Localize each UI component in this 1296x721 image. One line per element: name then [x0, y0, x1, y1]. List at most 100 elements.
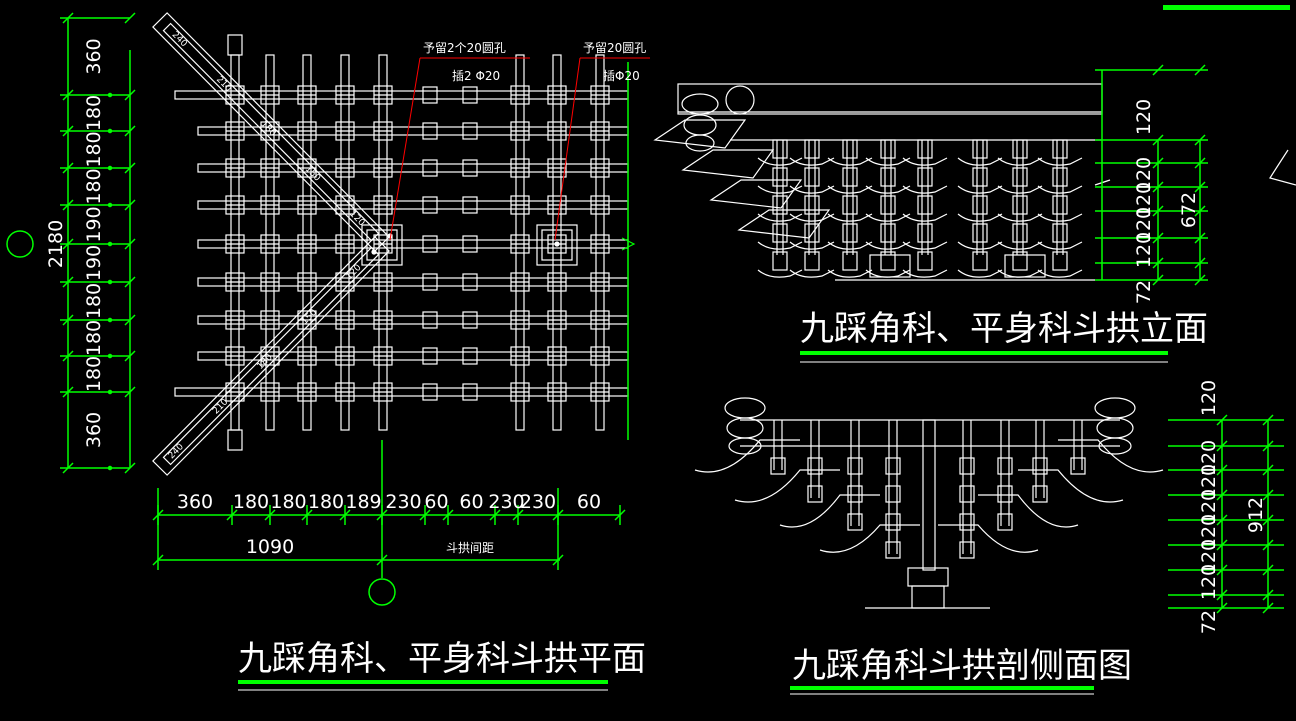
section-block	[770, 457, 786, 475]
elevation-block	[804, 223, 820, 243]
section-block	[847, 457, 863, 475]
elevation-dim-label: 120	[1133, 182, 1155, 218]
elevation-block	[772, 167, 788, 187]
section-block	[807, 485, 823, 503]
elevation-block	[917, 251, 933, 271]
note1-line1: 予留2个20圆孔	[423, 41, 506, 55]
section-block	[959, 485, 975, 503]
section-block	[1032, 485, 1048, 503]
elevation-dim-label: 120	[1133, 99, 1155, 135]
elevation-block	[772, 251, 788, 271]
elevation-block	[1012, 251, 1028, 271]
plan-block	[462, 86, 478, 104]
plan-bottom-dim-label: 60	[577, 491, 601, 513]
plan-left-dim-label: 180	[83, 356, 105, 392]
section-block	[959, 457, 975, 475]
plan-block	[422, 311, 438, 329]
elevation-dim-label: 72	[1133, 280, 1155, 304]
section-arm	[779, 494, 880, 528]
elevation-block	[842, 223, 858, 243]
elevation-block	[804, 167, 820, 187]
elevation-block	[972, 251, 988, 271]
section-block	[885, 485, 901, 503]
section-block	[1032, 457, 1048, 475]
plan-left-dim-label: 360	[83, 412, 105, 448]
plan-end-block	[227, 429, 243, 451]
section-block	[807, 457, 823, 475]
note2-line2: 插Φ20	[603, 69, 640, 83]
plan-block	[462, 347, 478, 365]
plan-block	[462, 159, 478, 177]
section-block	[885, 513, 901, 531]
elevation-arm	[737, 209, 831, 239]
plan-block	[462, 196, 478, 214]
elevation-block	[972, 139, 988, 159]
elevation-arm	[681, 149, 775, 179]
elevation-total: 672	[1178, 192, 1200, 228]
elevation-block	[1012, 139, 1028, 159]
section-arm	[978, 494, 1079, 528]
section-block	[1070, 457, 1086, 475]
leader-note2	[554, 57, 581, 241]
plan-bottom-total: 1090	[246, 536, 294, 558]
plan-column-bar	[378, 54, 388, 431]
section-block	[997, 485, 1013, 503]
elevation-block	[1052, 195, 1068, 215]
plan-block	[462, 311, 478, 329]
plan-bottom-dim-label: 180	[233, 491, 269, 513]
plan-bottom-dim-label: 230	[488, 491, 524, 513]
plan-left-total: 2180	[45, 220, 67, 268]
plan-left-dim-label: 190	[83, 206, 105, 242]
section-dim-label: 120	[1198, 380, 1220, 416]
plan-left-dim-label: 180	[83, 95, 105, 131]
section-center-post	[922, 419, 936, 571]
elevation-title-underline	[800, 351, 1168, 355]
plan-corner-dou	[361, 224, 403, 266]
section-dou	[1094, 397, 1136, 419]
elevation-drawing	[653, 83, 1111, 281]
elevation-block	[972, 195, 988, 215]
elevation-dim-label: 120	[1133, 157, 1155, 193]
elevation-block	[972, 167, 988, 187]
section-dim-label: 120	[1198, 464, 1220, 500]
plan-block	[422, 122, 438, 140]
leader-note1	[389, 57, 421, 241]
elevation-block	[1052, 251, 1068, 271]
plan-column-bar	[595, 54, 605, 431]
elevation-block	[842, 167, 858, 187]
plan-block	[462, 122, 478, 140]
section-arm	[938, 524, 1039, 553]
section-block	[847, 513, 863, 531]
plan-title: 九踩角科、平身科斗拱平面	[238, 639, 646, 679]
plan-bottom-dim-label: 60	[424, 491, 448, 513]
elevation-block	[1012, 195, 1028, 215]
elevation-title: 九踩角科、平身科斗拱立面	[800, 309, 1208, 349]
section-block	[997, 457, 1013, 475]
elevation-round-end	[725, 85, 755, 115]
section-dim-label: 120	[1198, 440, 1220, 476]
plan-block	[422, 273, 438, 291]
plan-block	[422, 196, 438, 214]
section-dim-label: 72	[1198, 610, 1220, 634]
plan-column-bar	[515, 54, 525, 431]
section-title-underline	[790, 686, 1094, 690]
plan-block	[422, 383, 438, 401]
note1-line2: 插2 Φ20	[452, 69, 500, 83]
elevation-block	[972, 223, 988, 243]
plan-bottom-note: 斗拱间距	[446, 541, 494, 555]
elevation-block	[917, 167, 933, 187]
plan-block	[462, 273, 478, 291]
elevation-block	[804, 251, 820, 271]
plan-diagonal-members	[152, 12, 390, 476]
elevation-top-beam	[677, 83, 1103, 115]
elevation-block	[804, 195, 820, 215]
elevation-block	[1012, 223, 1028, 243]
axis-bubble-bottom	[368, 578, 396, 606]
plan-block	[422, 235, 438, 253]
plan-title-underline	[238, 680, 608, 684]
plan-column-bar	[552, 54, 562, 431]
section-total: 912	[1245, 497, 1267, 533]
